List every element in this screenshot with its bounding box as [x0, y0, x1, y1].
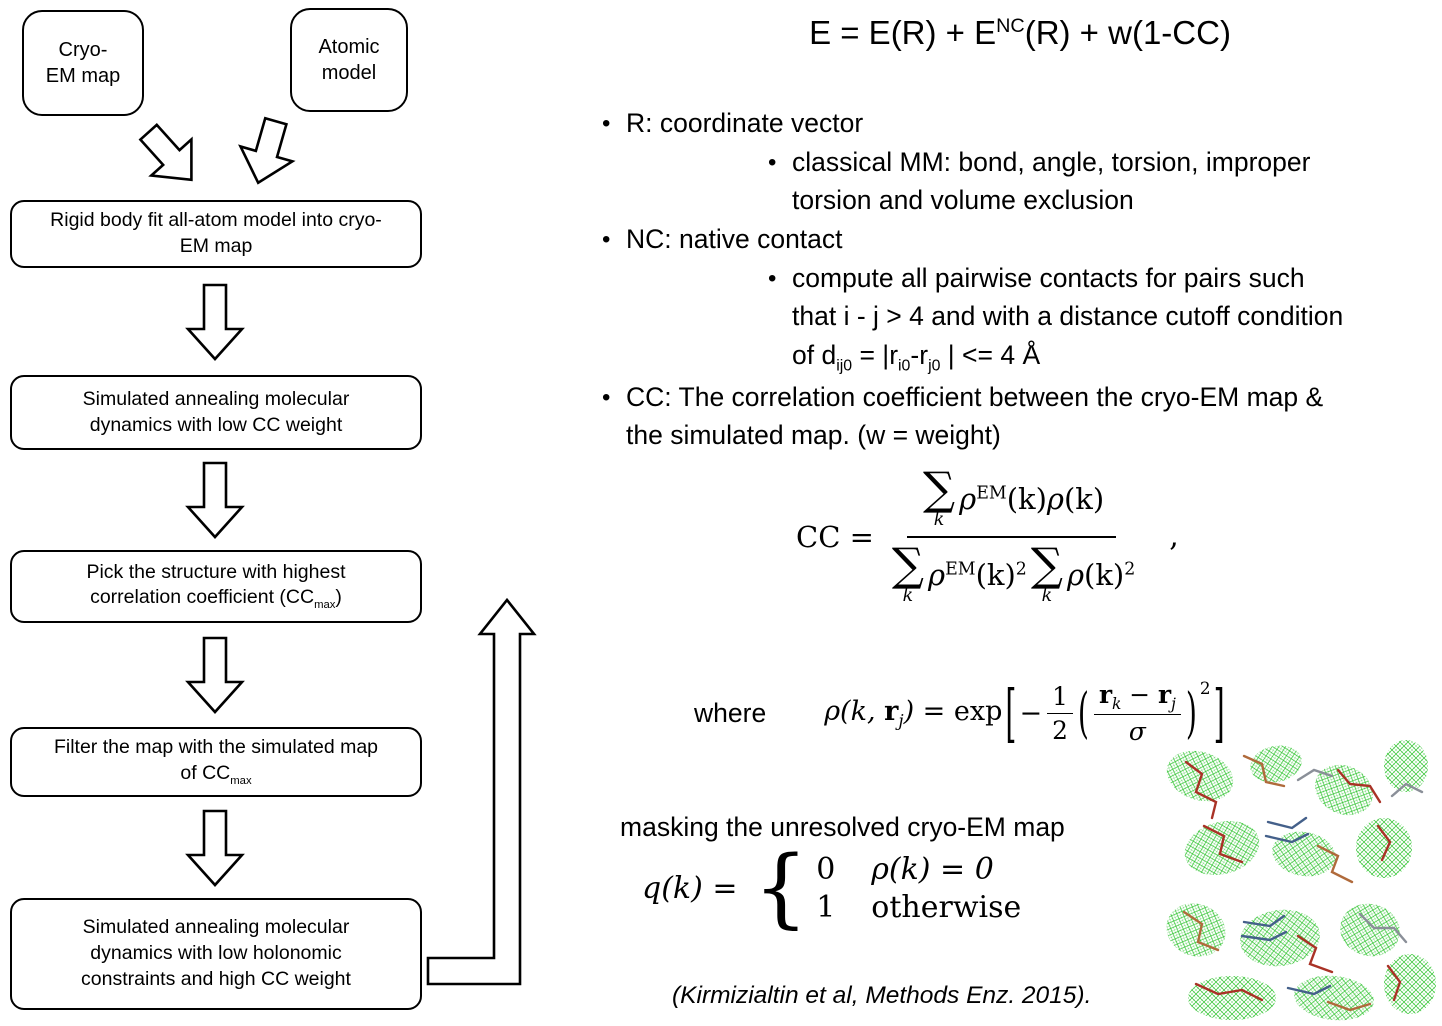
sum-symbol: ∑k — [923, 462, 956, 530]
density-mesh-blobs — [1166, 740, 1436, 1021]
q-lhs: q(k) = — [642, 871, 738, 907]
stick-bonds-blue — [1240, 816, 1332, 996]
cc-lhs: CC = — [796, 519, 874, 554]
where-label: where — [694, 697, 767, 728]
squared-superscript: 2 — [1199, 677, 1211, 698]
flow-step-label: Rigid body fit all-atom model into cryo-… — [50, 209, 382, 257]
bullet-pairwise-contacts: • compute all pairwise contacts for pair… — [768, 259, 1442, 378]
arrow-step4-to-step5-icon — [185, 809, 245, 887]
arrow-step2-to-step3-icon — [185, 461, 245, 539]
energy-equation: E = E(R) + ENC(R) + w(1-CC) — [809, 14, 1231, 51]
arrow-cryo-to-fit-icon — [138, 123, 193, 182]
bullet-classical-mm: • classical MM: bond, angle, torsion, im… — [768, 143, 1442, 220]
bullet-marker: • — [602, 383, 611, 411]
molecular-structure-image — [1166, 740, 1436, 1021]
arrow-step1-to-step2-icon — [185, 283, 245, 361]
flow-step-rigid-body-fit: Rigid body fit all-atom model into cryo-… — [10, 200, 422, 268]
bullet-text: R: coordinate vector — [626, 108, 864, 138]
r-diff-fraction: rk − rj σ — [1093, 680, 1181, 746]
citation: (Kirmizialtin et al, Methods Enz. 2015). — [672, 982, 1092, 1009]
bullet-r-vector: • R: coordinate vector — [602, 104, 1442, 143]
bullet-marker: • — [602, 110, 611, 137]
bullet-correlation-coefficient: • CC: The correlation coefficient betwee… — [602, 378, 1442, 455]
bullet-native-contact: • NC: native contact — [602, 220, 1442, 259]
bullet-text: CC: The correlation coefficient between … — [626, 381, 1324, 451]
bullet-text: classical MM: bond, angle, torsion, impr… — [792, 146, 1311, 216]
cc-fraction: ∑k ρEM(k)ρ(k) ∑k ρEM(k)2 ∑k ρ(k)2 — [891, 462, 1136, 606]
left-paren: ( — [1077, 681, 1089, 745]
flowchart-arrows — [138, 116, 537, 986]
masking-caption: masking the unresolved cryo-EM map — [620, 812, 1065, 842]
arrow-atomic-to-fit-icon — [238, 116, 296, 185]
loop-back-arrow-icon — [426, 597, 537, 986]
superscript-nc: NC — [996, 15, 1025, 37]
bullet-list: • R: coordinate vector • classical MM: b… — [602, 104, 1442, 455]
stick-bonds-gray — [1296, 768, 1424, 944]
bullet-text: NC: native contact — [626, 224, 843, 255]
right-paren: ) — [1185, 681, 1197, 745]
stick-bonds-tan — [1182, 754, 1372, 1012]
sum-symbol: ∑k — [891, 538, 924, 606]
bullet-marker: • — [768, 264, 777, 292]
left-bracket: [ — [1005, 676, 1017, 750]
flow-box-cryo-em-map: Cryo-EM map — [22, 10, 144, 116]
bullet-text: compute all pairwise contacts for pairs … — [792, 262, 1344, 375]
stick-bonds-red — [1184, 760, 1402, 1002]
bullet-marker: • — [768, 148, 777, 176]
cc-comma: , — [1169, 519, 1179, 555]
arrow-step3-to-step4-icon — [185, 636, 245, 714]
bullet-marker: • — [602, 226, 611, 254]
cc-equation: CC = ∑k ρEM(k)ρ(k) ∑k ρEM(k)2 ∑k ρ(k)2 , — [796, 462, 1179, 606]
sum-symbol: ∑k — [1030, 538, 1063, 606]
right-bracket: ] — [1213, 676, 1225, 750]
flow-box-label: Cryo-EM map — [45, 38, 121, 87]
cases-brace: { — [753, 838, 809, 938]
